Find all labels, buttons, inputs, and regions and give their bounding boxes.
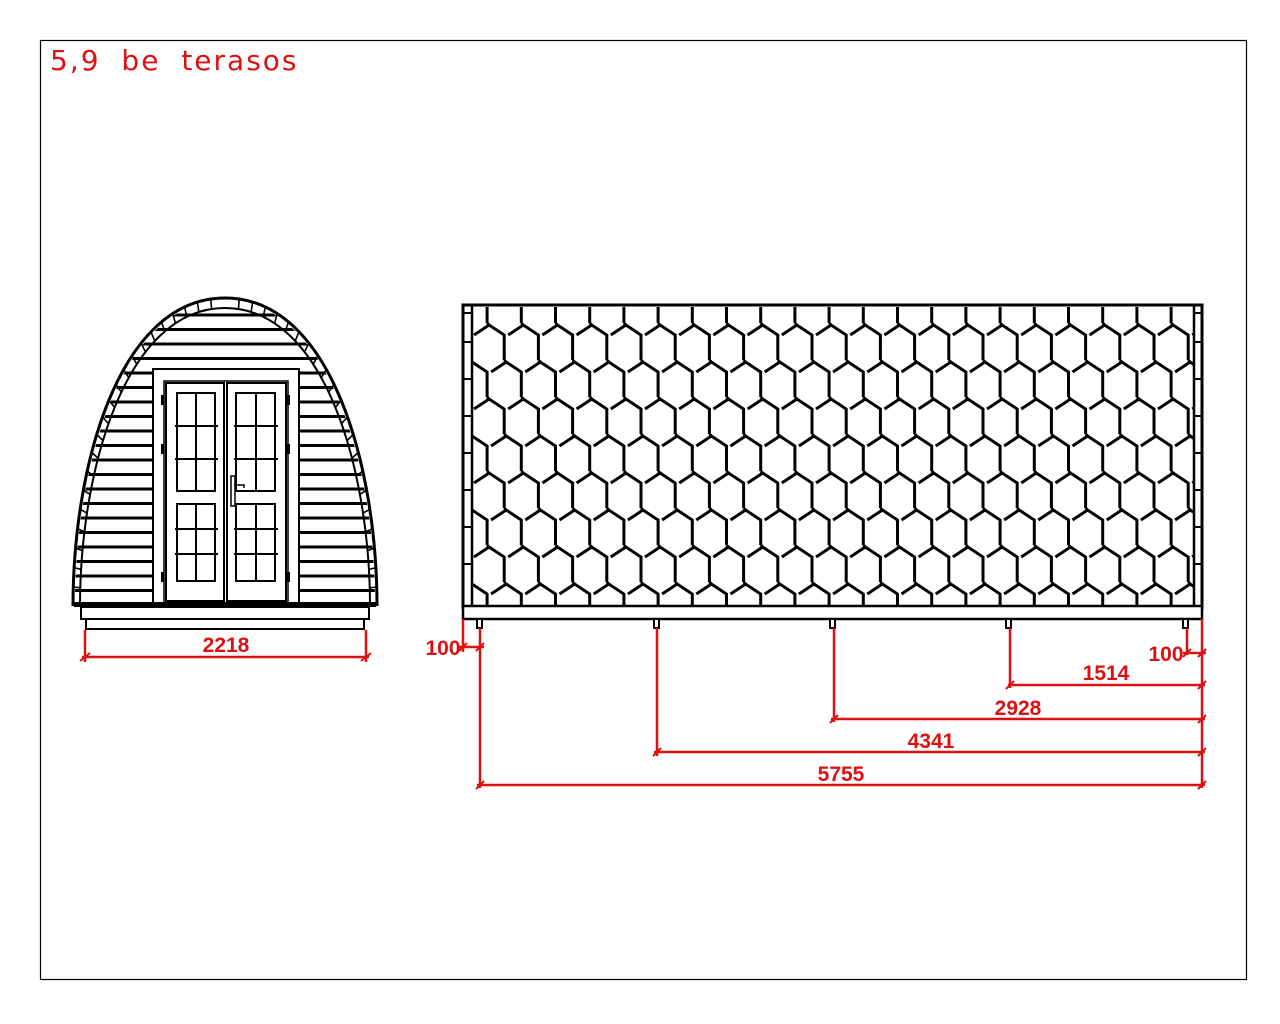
dimension-label-100-right: 100 xyxy=(1148,643,1183,666)
dimension-label-100-left: 100 xyxy=(425,637,460,660)
dimension-label-5755: 5755 xyxy=(818,763,865,786)
front-elevation: 2218 xyxy=(71,296,379,662)
door-handle-icon[interactable] xyxy=(230,475,236,507)
support-feet xyxy=(476,618,1189,629)
side-dimensions xyxy=(458,619,1207,790)
dimension-label-1514: 1514 xyxy=(1083,662,1130,685)
sheet-frame xyxy=(39,39,1248,981)
arch-ribs xyxy=(73,298,377,589)
dimension-label-2218: 2218 xyxy=(203,634,250,657)
pod-inner-arch xyxy=(79,306,371,607)
side-base-beam xyxy=(461,604,1204,621)
side-elevation: 100 100 1514 2928 4341 5755 xyxy=(425,303,1207,790)
dimension-front-width xyxy=(79,630,372,662)
hex-shingle-pattern xyxy=(472,307,1194,605)
dimension-label-4341: 4341 xyxy=(908,730,955,753)
dimension-label-2928: 2928 xyxy=(995,697,1042,720)
pod-base-beam xyxy=(74,602,376,607)
drawing-title: 5,9 be terasos xyxy=(50,44,299,77)
pod-base-platform xyxy=(80,606,370,620)
